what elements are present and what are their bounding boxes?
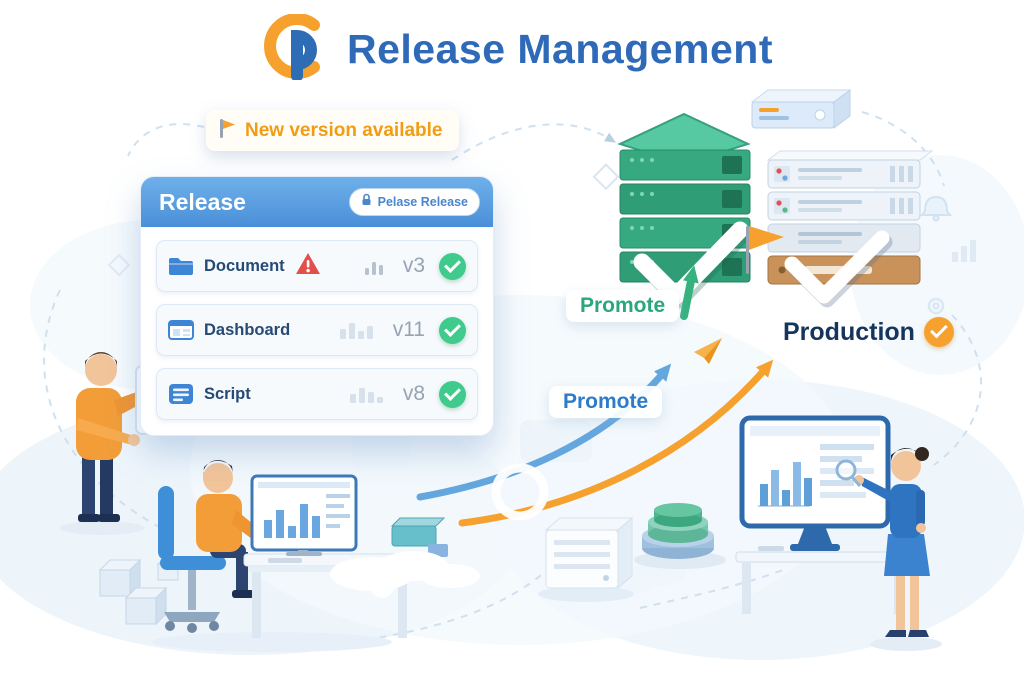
app-header: Release Management xyxy=(260,13,774,85)
teal-box xyxy=(390,517,448,557)
success-check-icon xyxy=(439,252,466,280)
lock-icon xyxy=(361,193,372,211)
package-box xyxy=(750,89,852,129)
promote-button-upper[interactable]: Promote xyxy=(566,290,680,322)
production-server-stack xyxy=(746,150,934,308)
flag-icon xyxy=(218,117,236,144)
gear-icon xyxy=(927,297,945,315)
folder-icon xyxy=(168,255,194,277)
version-label: v11 xyxy=(392,318,425,341)
staging-server-stack xyxy=(617,112,752,309)
release-card-title: Release xyxy=(159,188,246,215)
app-logo xyxy=(260,13,334,85)
review-monitor-illustration xyxy=(735,415,905,614)
version-label: v3 xyxy=(402,254,425,277)
release-card: Release Pelase Release Document xyxy=(140,176,494,436)
production-label: Production xyxy=(783,317,915,346)
success-check-icon xyxy=(439,316,466,344)
release-row-script[interactable]: Script v8 xyxy=(156,368,478,420)
new-version-banner: New version available xyxy=(206,110,459,151)
release-item-label: Document xyxy=(204,256,285,275)
mini-bar-chart-icon xyxy=(339,321,373,339)
mini-bar-chart-icon xyxy=(349,385,383,403)
banner-text: New version available xyxy=(245,119,443,141)
pointing-woman-illustration xyxy=(835,447,942,651)
release-row-document[interactable]: Document v3 xyxy=(156,240,478,292)
mini-chart-icon xyxy=(952,240,976,262)
dashed-connectors xyxy=(43,111,982,651)
magnifier-icon xyxy=(835,459,862,487)
white-server-box xyxy=(538,516,634,602)
dashboard-icon xyxy=(168,319,194,341)
mini-bar-chart-icon xyxy=(364,257,383,275)
bell-icon xyxy=(920,195,952,222)
release-item-label: Dashboard xyxy=(204,320,291,339)
desk-monitor xyxy=(250,474,358,556)
diamond-icon xyxy=(592,163,620,191)
promote-button-lower[interactable]: Promote xyxy=(549,386,663,418)
big-check-icon xyxy=(784,230,890,304)
database-cylinders xyxy=(634,503,726,569)
page-title: Release Management xyxy=(347,26,774,72)
release-badge-label: Pelase Release xyxy=(377,195,468,209)
flag-icon xyxy=(749,226,784,250)
flag-pole xyxy=(746,226,749,274)
production-check-icon xyxy=(923,317,954,347)
ring-decor xyxy=(370,463,549,598)
paper-plane-icon xyxy=(694,338,722,364)
promote-arrow-green xyxy=(680,265,699,320)
release-card-body: Document v3 xyxy=(141,227,493,435)
production-label-group: Production xyxy=(783,317,954,347)
script-icon xyxy=(168,383,194,405)
desk-worker-illustration xyxy=(152,459,415,652)
release-row-dashboard[interactable]: Dashboard v11 xyxy=(156,304,478,356)
decor-icons xyxy=(107,163,976,468)
screen-bar-chart xyxy=(760,462,812,506)
release-item-label: Script xyxy=(204,384,251,403)
diamond-icon xyxy=(107,253,131,277)
release-card-header: Release Pelase Release xyxy=(141,177,493,227)
release-badge[interactable]: Pelase Release xyxy=(348,188,480,216)
version-label: v8 xyxy=(402,382,425,405)
success-check-icon xyxy=(439,380,466,408)
warning-icon xyxy=(295,252,321,280)
